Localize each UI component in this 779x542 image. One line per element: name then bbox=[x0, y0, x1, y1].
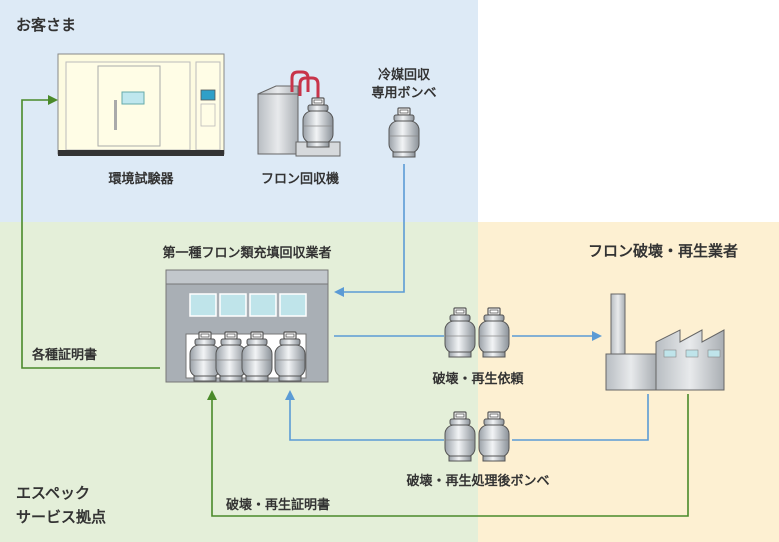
request-cylinder-icon bbox=[444, 307, 476, 358]
destroy-request-label: 破壊・再生依頼 bbox=[432, 372, 524, 387]
certificates-label: 各種証明書 bbox=[32, 348, 98, 363]
processed-cylinders-label: 破壊・再生処理後ボンベ bbox=[406, 474, 550, 489]
processed-line-a bbox=[512, 394, 649, 441]
certificates-arrow bbox=[21, 95, 160, 369]
cylinder-label-line2: 専用ボンベ bbox=[371, 86, 437, 101]
chamber-label: 環境試験器 bbox=[108, 172, 174, 187]
blank-zone bbox=[478, 0, 779, 222]
espec-zone-title-line1: エスペック bbox=[16, 484, 90, 502]
destroy-certificate-label: 破壊・再生証明書 bbox=[226, 498, 331, 513]
environmental-chamber-illustration bbox=[57, 53, 225, 156]
destruction-factory-illustration bbox=[605, 293, 725, 391]
processed-cylinder-icon bbox=[478, 411, 510, 462]
destroy-certificate-arrow bbox=[207, 390, 689, 517]
cylinder-label-line1: 冷媒回収 bbox=[377, 68, 431, 83]
request-cylinder-icon bbox=[478, 307, 510, 358]
processed-cylinder-icon bbox=[444, 411, 476, 462]
recovery-cylinder-icon bbox=[388, 107, 420, 158]
recovery-machine-label: フロン回収機 bbox=[260, 172, 340, 187]
processed-arrow bbox=[285, 390, 444, 441]
recovery-machine-illustration bbox=[257, 70, 341, 157]
customer-zone-title: お客さま bbox=[16, 16, 77, 34]
cylinder-to-business-arrow bbox=[334, 164, 405, 297]
recovery-business-label: 第一種フロン類充填回収業者 bbox=[162, 246, 332, 261]
destruction-zone-title: フロン破壊・再生業者 bbox=[588, 242, 739, 260]
espec-zone-title-line2: サービス拠点 bbox=[16, 508, 107, 526]
